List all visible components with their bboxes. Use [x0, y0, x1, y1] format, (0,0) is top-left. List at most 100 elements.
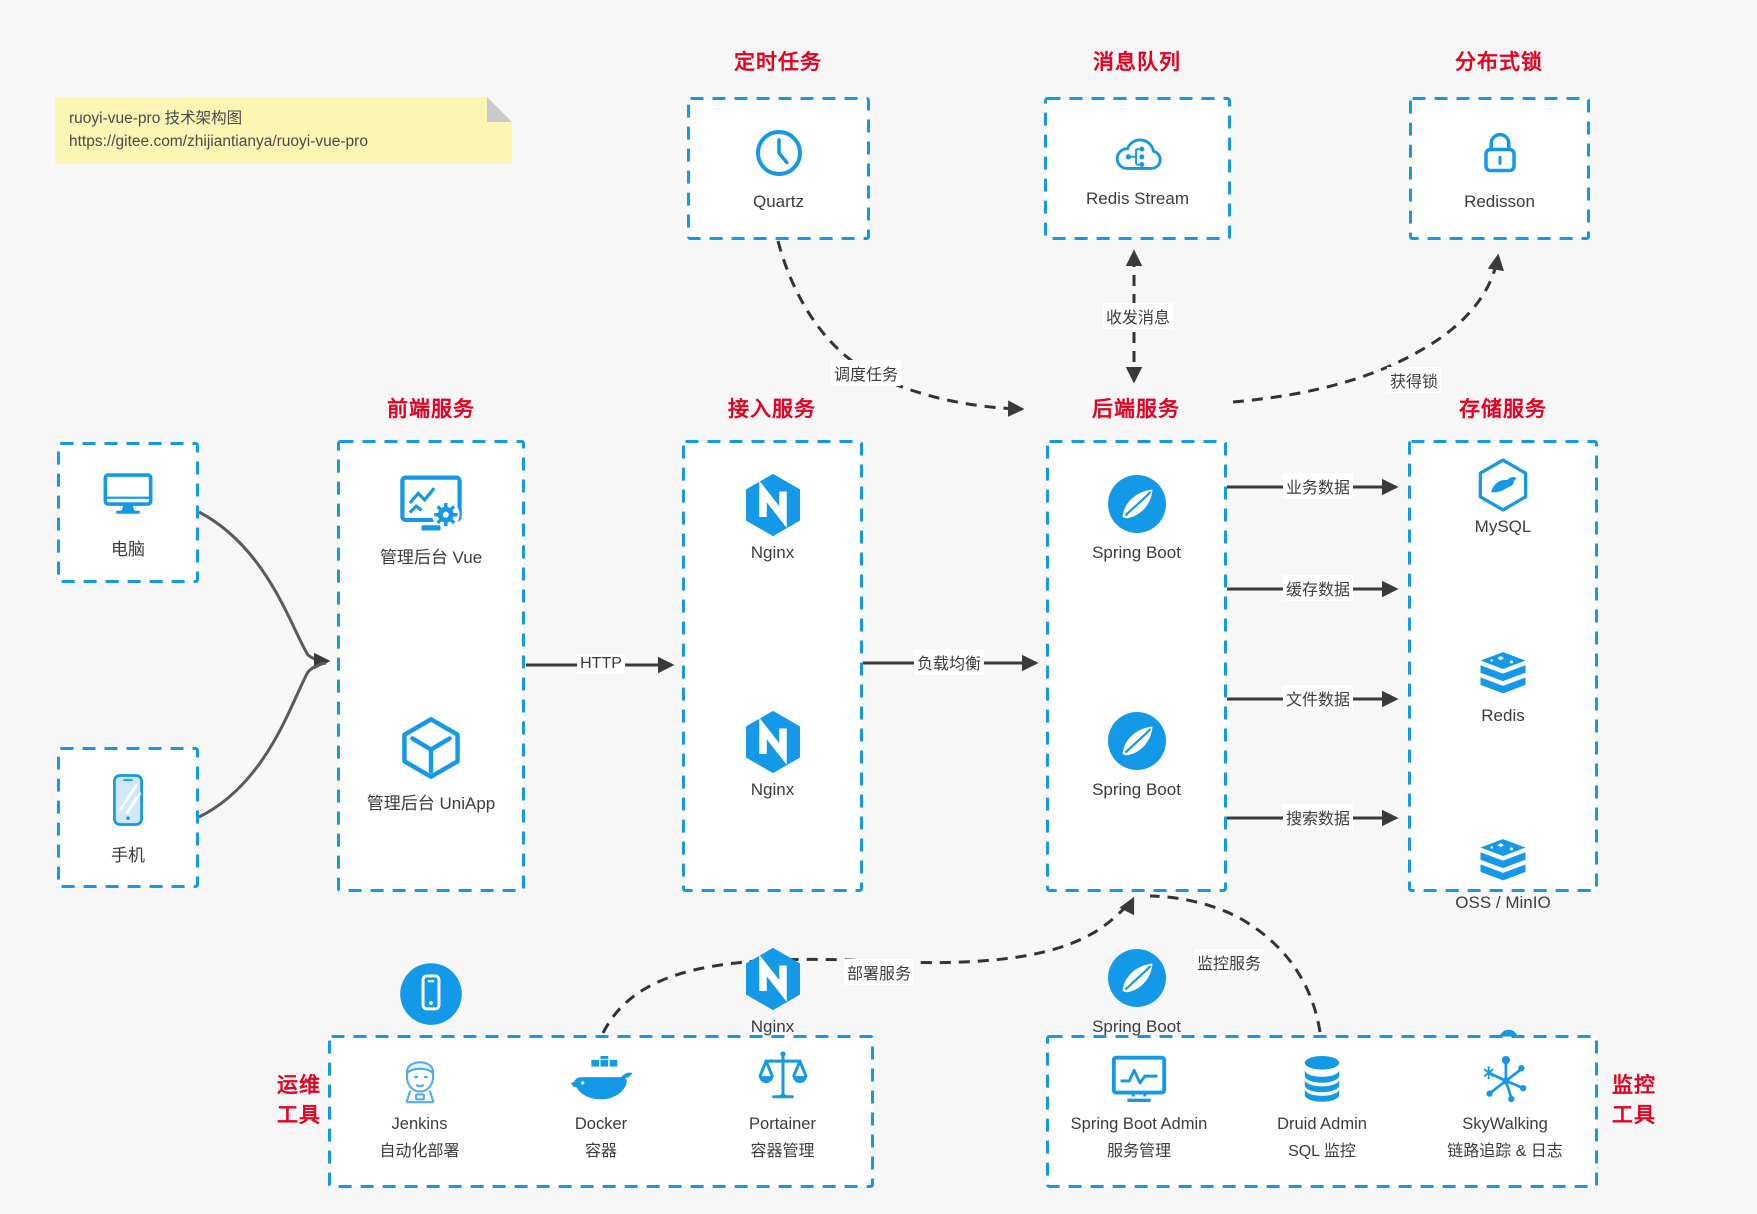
nginx-label-2: Nginx: [750, 780, 795, 799]
quartz-label: Quartz: [752, 192, 805, 211]
nginx-icon: [741, 709, 805, 773]
docker-desc: 容器: [584, 1143, 617, 1160]
cloud-stream-icon: [1107, 128, 1169, 178]
desktop-icon: [97, 466, 159, 524]
item-druid-admin: Druid Admin SQL 监控: [1232, 1047, 1412, 1161]
item-springboot-1: Spring Boot: [1046, 472, 1227, 563]
edge-lock-curve: [1232, 253, 1505, 404]
item-nginx-3: Nginx: [682, 946, 863, 1037]
spring-boot-admin-desc: 服务管理: [1106, 1143, 1171, 1160]
docker-name: Docker: [574, 1115, 628, 1133]
title-message-queue: 消息队列: [1093, 51, 1181, 74]
item-nginx-1: Nginx: [682, 472, 863, 563]
redisson-label: Redisson: [1464, 192, 1535, 211]
oss-minio-label: OSS / MinIO: [1455, 893, 1551, 912]
mysql-icon: [1474, 456, 1532, 514]
monitor-tools-side-label: 监控 工具: [1612, 1074, 1656, 1127]
lock-icon: [1472, 125, 1528, 181]
jenkins-name: Jenkins: [391, 1115, 448, 1133]
springboot-label-3: Spring Boot: [1092, 1017, 1181, 1036]
edge-label-schedule: 调度任务: [830, 360, 902, 386]
redis-icon: [1473, 649, 1533, 702]
redisson-box: Redisson: [1409, 97, 1590, 240]
note-url: https://gitee.com/zhijiantianya/ruoyi-vu…: [69, 133, 368, 150]
pc-label: 电脑: [111, 539, 145, 559]
edge-label-business-data: 业务数据: [1282, 473, 1354, 499]
edge-label-lock: 获得锁: [1386, 367, 1442, 393]
edge-pc-to-frontend: [198, 510, 331, 670]
item-portainer: Portainer 容器管理: [693, 1047, 873, 1161]
title-gateway-service: 接入服务: [728, 398, 816, 421]
vue-admin-label: 管理后台 Vue: [379, 548, 483, 567]
edge-label-loadbalance: 负载均衡: [913, 649, 985, 675]
ops-tools-box: Jenkins 自动化部署 Docker 容器 Portainer 容器管理: [328, 1035, 874, 1188]
druid-admin-desc: SQL 监控: [1288, 1143, 1356, 1160]
edge-label-http: HTTP: [577, 654, 625, 674]
note-title: ruoyi-vue-pro 技术架构图: [69, 110, 243, 127]
item-spring-boot-admin: Spring Boot Admin 服务管理: [1049, 1047, 1229, 1161]
ops-tools-side-label: 运维 工具: [277, 1074, 321, 1127]
title-scheduled-task: 定时任务: [734, 51, 822, 74]
nginx-label-3: Nginx: [750, 1017, 795, 1036]
uniapp-box-icon: [397, 714, 465, 782]
item-redis: Redis: [1408, 649, 1598, 726]
item-oss-minio: OSS / MinIO: [1408, 836, 1598, 913]
spring-boot-icon: [1105, 946, 1169, 1010]
edge-label-message: 收发消息: [1102, 303, 1174, 329]
item-docker: Docker 容器: [511, 1047, 691, 1161]
edge-label-deploy: 部署服务: [843, 959, 915, 985]
spring-boot-admin-name: Spring Boot Admin: [1070, 1115, 1208, 1133]
mysql-label: MySQL: [1474, 517, 1532, 536]
monitor-tools-box: Spring Boot Admin 服务管理 Druid Admin SQL 监…: [1046, 1035, 1598, 1188]
sticky-note: ruoyi-vue-pro 技术架构图 https://gitee.com/zh…: [55, 97, 512, 164]
spring-boot-admin-icon: [1108, 1051, 1170, 1109]
springboot-label-1: Spring Boot: [1092, 543, 1181, 562]
backend-box: Spring Boot Spring Boot Spring Boot: [1046, 440, 1227, 1036]
edge-label-cache-data: 缓存数据: [1282, 575, 1354, 601]
title-storage-service: 存储服务: [1459, 398, 1547, 421]
edge-phone-to-frontend: [198, 661, 327, 819]
clock-icon: [751, 125, 807, 181]
skywalking-name: SkyWalking: [1462, 1115, 1548, 1133]
uniapp-user-icon: [397, 960, 465, 1028]
druid-database-icon: [1293, 1051, 1351, 1109]
skywalking-icon: [1476, 1051, 1534, 1109]
edge-label-file-data: 文件数据: [1282, 685, 1354, 711]
redis-stream-box: Redis Stream: [1044, 97, 1231, 240]
item-uniapp-admin: 管理后台 UniApp: [337, 714, 525, 814]
spring-boot-icon: [1105, 472, 1169, 536]
title-frontend-service: 前端服务: [387, 398, 475, 421]
edge-label-search-data: 搜索数据: [1282, 804, 1354, 830]
springboot-label-2: Spring Boot: [1092, 780, 1181, 799]
item-mysql: MySQL: [1408, 456, 1598, 537]
portainer-desc: 容器管理: [750, 1143, 815, 1160]
title-distributed-lock: 分布式锁: [1455, 51, 1543, 74]
jenkins-icon: [389, 1047, 451, 1109]
storage-box: MySQL Redis OSS / MinIO Elasticsearch: [1408, 440, 1598, 1104]
nginx-label-1: Nginx: [750, 543, 795, 562]
spring-boot-icon: [1105, 709, 1169, 773]
item-skywalking: SkyWalking 链路追踪 & 日志: [1415, 1047, 1595, 1161]
redis-stream-label: Redis Stream: [1086, 189, 1189, 208]
item-nginx-2: Nginx: [682, 709, 863, 800]
docker-icon: [568, 1056, 634, 1106]
edge-label-monitor: 监控服务: [1193, 949, 1265, 975]
phone-label: 手机: [111, 845, 145, 865]
admin-vue-icon: [395, 470, 467, 536]
portainer-name: Portainer: [749, 1115, 816, 1133]
redis-label: Redis: [1481, 706, 1525, 725]
item-vue-admin: 管理后台 Vue: [337, 470, 525, 568]
uniapp-admin-label: 管理后台 UniApp: [366, 794, 496, 813]
smartphone-icon: [99, 770, 157, 830]
title-backend-service: 后端服务: [1092, 398, 1180, 421]
gateway-box: Nginx Nginx Nginx: [682, 440, 863, 1036]
quartz-box: Quartz: [687, 97, 870, 240]
item-jenkins: Jenkins 自动化部署: [330, 1047, 510, 1161]
frontend-box: 管理后台 Vue 管理后台 UniApp 用户前台 UniApp: [337, 440, 525, 1059]
item-springboot-2: Spring Boot: [1046, 709, 1227, 800]
nginx-icon: [741, 472, 805, 536]
nginx-icon: [741, 946, 805, 1010]
phone-client-box: 手机: [57, 747, 199, 888]
skywalking-desc: 链路追踪 & 日志: [1447, 1143, 1563, 1160]
